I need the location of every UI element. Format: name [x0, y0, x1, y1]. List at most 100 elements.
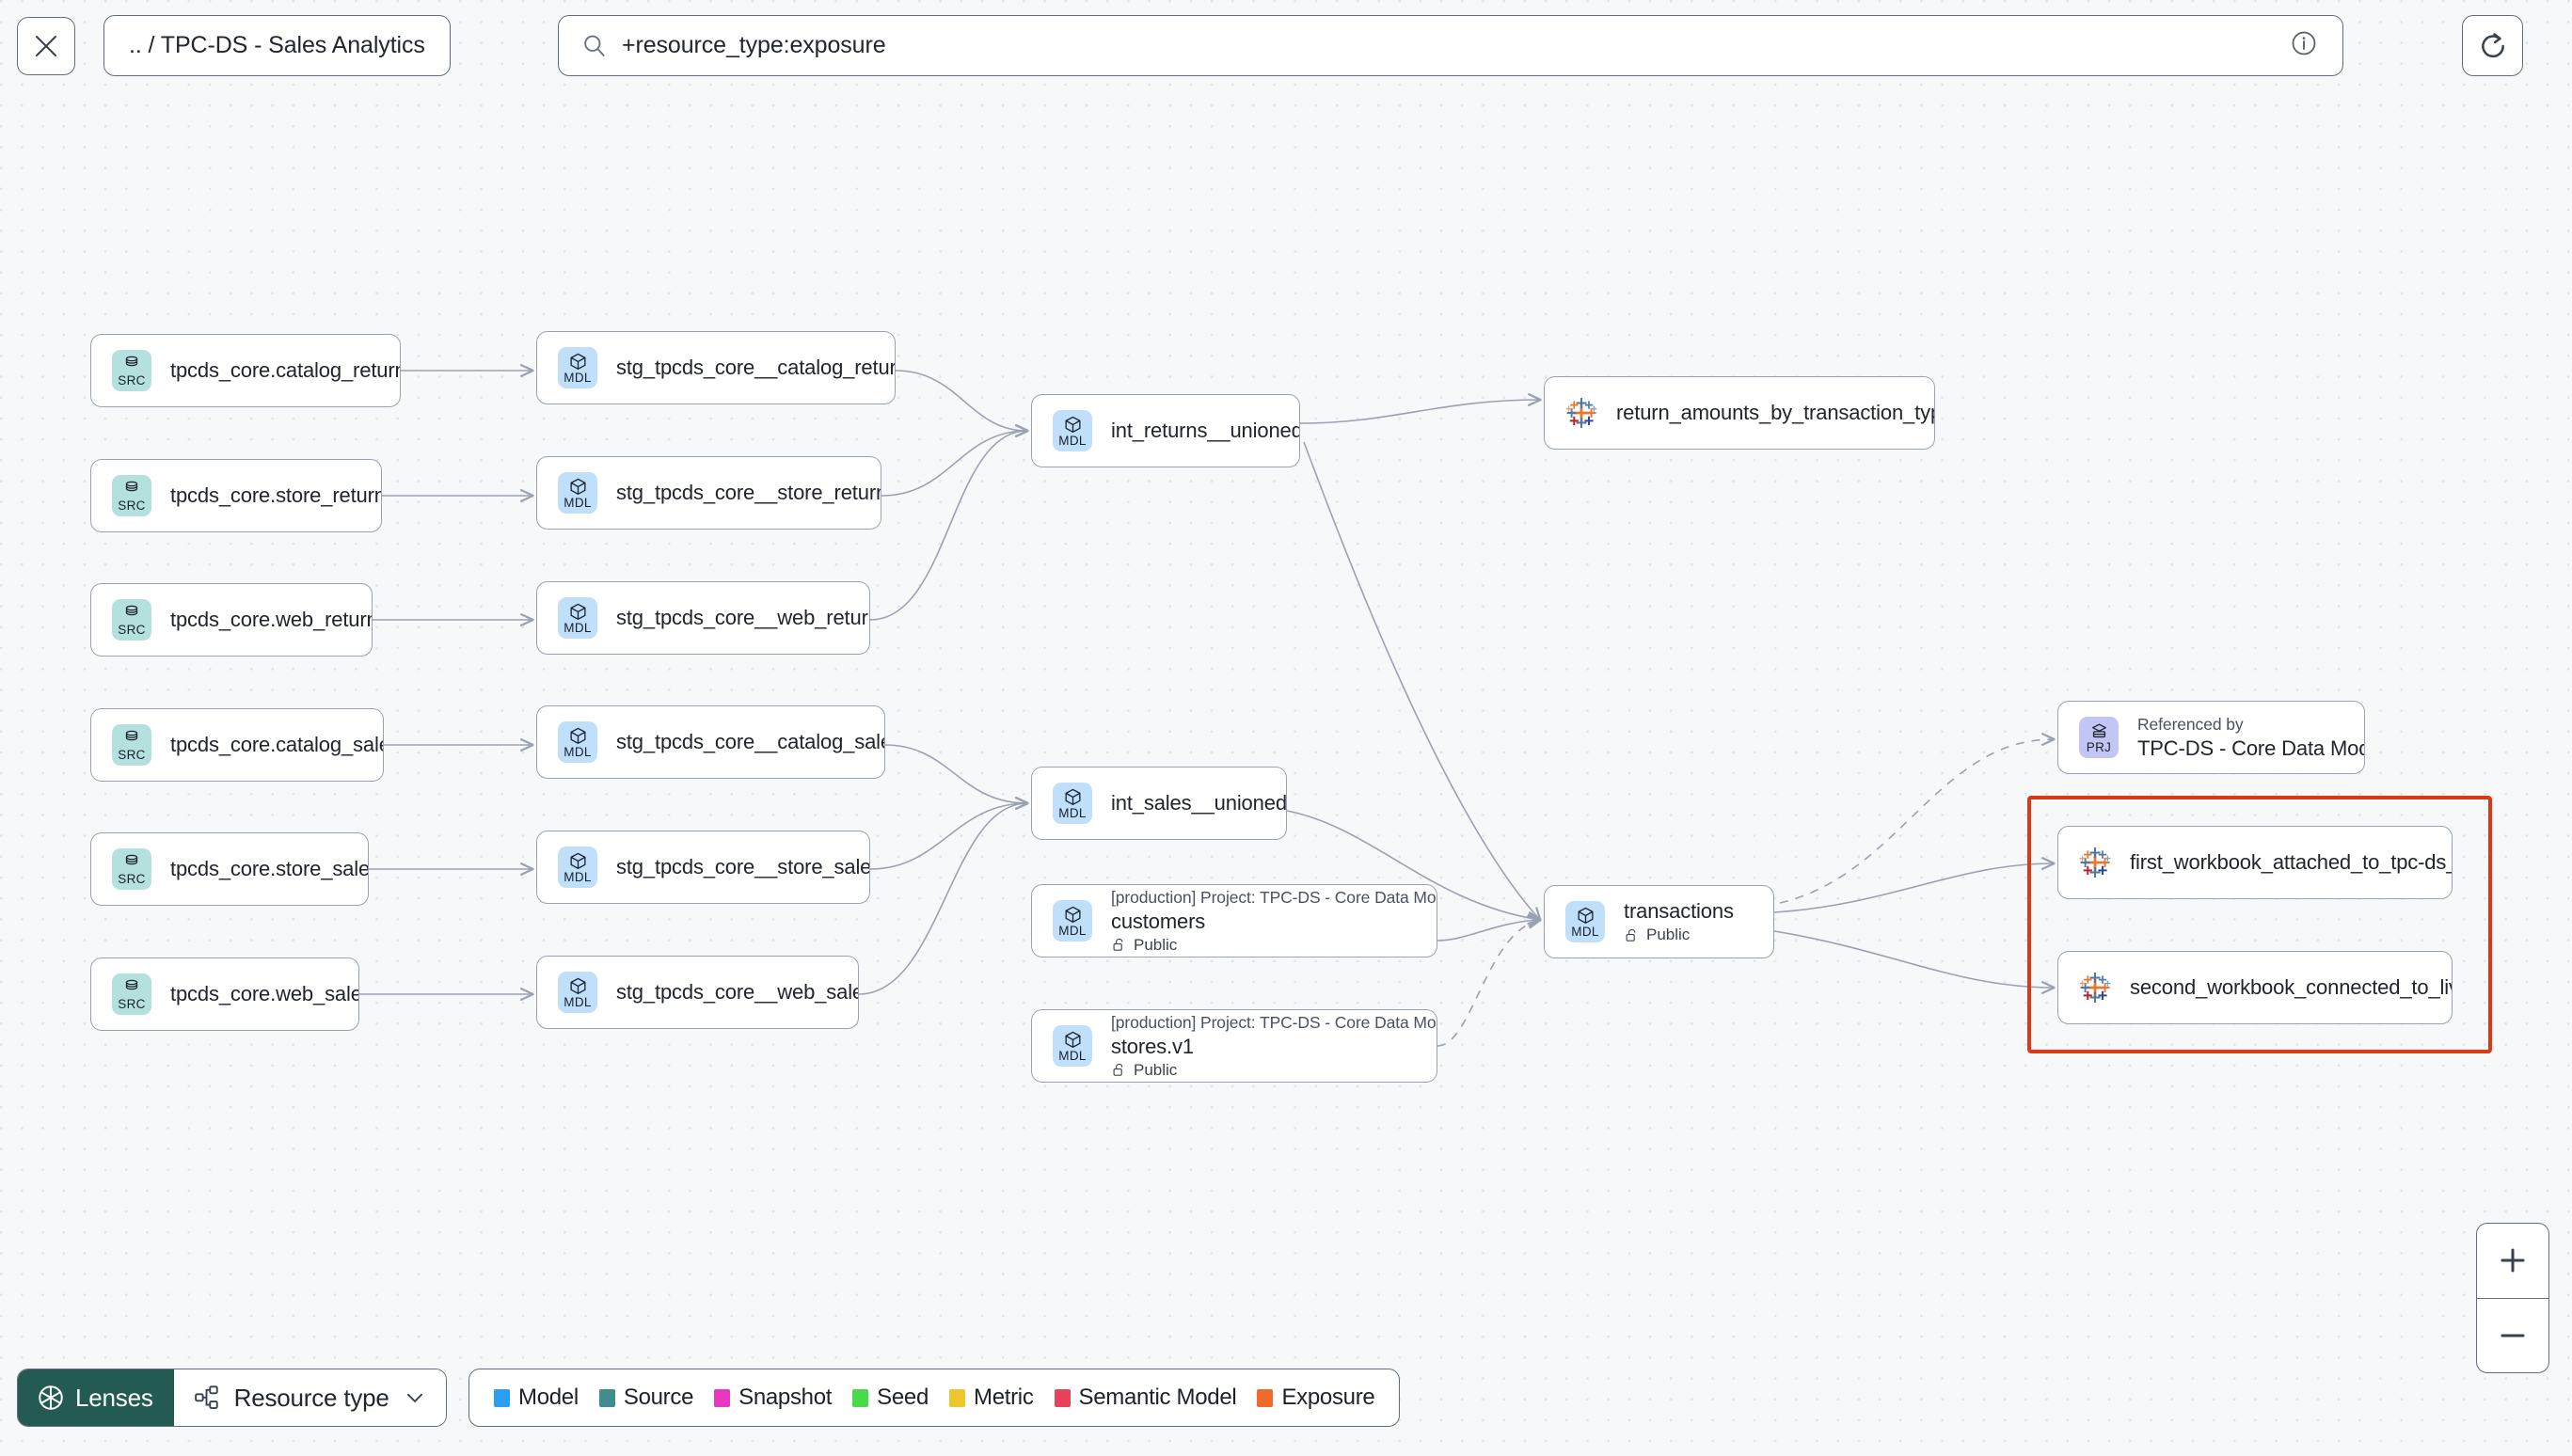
hierarchy-icon: [194, 1385, 218, 1409]
graph-node-src_catalog_sales[interactable]: SRC tpcds_core.catalog_sales: [90, 708, 384, 782]
unlock-icon: [1113, 1063, 1123, 1076]
legend-item-seed[interactable]: Seed: [852, 1385, 929, 1411]
lenses-button[interactable]: Lenses: [18, 1369, 174, 1426]
resource-type-dropdown[interactable]: Resource type: [173, 1369, 446, 1426]
legend-label: Exposure: [1281, 1385, 1375, 1410]
database-icon: [125, 481, 138, 491]
node-title: tpcds_core.store_returns: [170, 483, 382, 507]
cube-icon: [1064, 788, 1081, 805]
resource-type-legend: Model Source Snapshot Seed Metric Semant…: [468, 1369, 1401, 1427]
node-type-badge: MDL: [1053, 1025, 1092, 1067]
graph-node-int_returns_unioned[interactable]: MDL int_returns__unioned: [1031, 394, 1300, 467]
cube-icon: [1064, 416, 1081, 433]
node-type-badge: MDL: [558, 472, 597, 514]
graph-node-stg_store_sales[interactable]: MDL stg_tpcds_core__store_sales: [536, 831, 870, 904]
legend-label: Snapshot: [738, 1385, 833, 1410]
legend-label: Model: [518, 1385, 579, 1410]
legend-item-model[interactable]: Model: [494, 1385, 579, 1411]
chevron-down-icon: [406, 1393, 422, 1403]
node-type-badge: SRC: [112, 599, 151, 641]
node-type-badge: SRC: [112, 475, 151, 516]
node-access: Public: [1111, 936, 1437, 955]
cube-icon: [569, 353, 586, 370]
unlock-icon: [1626, 928, 1636, 942]
minus-icon: [2501, 1334, 2525, 1337]
graph-node-stg_store_returns[interactable]: MDL stg_tpcds_core__store_returns: [536, 456, 881, 530]
refresh-button[interactable]: [2462, 15, 2523, 76]
legend-item-metric[interactable]: Metric: [949, 1385, 1034, 1411]
node-type-badge: MDL: [558, 597, 597, 639]
node-title: stg_tpcds_core__store_sales: [616, 855, 870, 878]
breadcrumb-label: .. / TPC-DS - Sales Analytics: [129, 32, 425, 58]
database-icon: [125, 605, 138, 615]
database-icon: [125, 730, 138, 740]
node-title: second_workbook_connected_to_live…: [2130, 975, 2452, 999]
graph-node-src_store_sales[interactable]: SRC tpcds_core.store_sales: [90, 832, 369, 906]
resource-type-label: Resource type: [233, 1383, 389, 1412]
graph-node-stores_v1[interactable]: MDL [production] Project: TPC-DS - Core …: [1031, 1009, 1437, 1083]
database-icon: [125, 979, 138, 989]
node-title: first_workbook_attached_to_tpc-ds_-_…: [2130, 850, 2452, 874]
legend-item-exposure[interactable]: Exposure: [1257, 1385, 1375, 1411]
search-bar[interactable]: [558, 15, 2343, 76]
aperture-icon: [39, 1385, 63, 1410]
graph-node-customers[interactable]: MDL [production] Project: TPC-DS - Core …: [1031, 884, 1437, 957]
search-input[interactable]: [622, 32, 2275, 59]
graph-node-int_sales_unioned[interactable]: MDL int_sales__unioned: [1031, 767, 1287, 840]
breadcrumb[interactable]: .. / TPC-DS - Sales Analytics: [103, 15, 451, 76]
legend-label: Seed: [877, 1385, 929, 1410]
legend-item-snapshot[interactable]: Snapshot: [714, 1385, 832, 1411]
close-button[interactable]: [17, 17, 75, 75]
graph-node-stg_web_returns[interactable]: MDL stg_tpcds_core__web_returns: [536, 581, 870, 655]
zoom-controls[interactable]: [2476, 1223, 2549, 1373]
node-type-badge: SRC: [112, 848, 151, 890]
graph-node-src_store_returns[interactable]: SRC tpcds_core.store_returns: [90, 459, 382, 532]
node-title: tpcds_core.catalog_returns: [170, 358, 401, 382]
lens-control-group[interactable]: Lenses Resource type: [17, 1369, 447, 1427]
graph-node-src_web_returns[interactable]: SRC tpcds_core.web_returns: [90, 583, 373, 657]
graph-node-src_catalog_returns[interactable]: SRC tpcds_core.catalog_returns: [90, 334, 401, 407]
graph-node-stg_web_sales[interactable]: MDL stg_tpcds_core__web_sales: [536, 956, 859, 1029]
node-title: tpcds_core.web_returns: [170, 608, 373, 631]
node-access: Public: [1111, 1061, 1437, 1080]
node-title: stg_tpcds_core__catalog_returns: [616, 356, 896, 379]
node-name: customers: [1111, 909, 1206, 933]
graph-node-stg_catalog_sales[interactable]: MDL stg_tpcds_core__catalog_sales: [536, 705, 885, 779]
graph-node-return_amounts[interactable]: return_amounts_by_transaction_type: [1544, 376, 1935, 450]
node-body: [production] Project: TPC-DS - Core Data…: [1111, 888, 1437, 955]
cube-icon: [1064, 906, 1081, 923]
node-access: Public: [1624, 926, 1734, 944]
node-type-badge: SRC: [112, 724, 151, 766]
node-type-badge: MDL: [558, 847, 597, 888]
node-title: stg_tpcds_core__catalog_sales: [616, 730, 885, 753]
legend-swatch: [1257, 1388, 1274, 1407]
graph-node-stg_catalog_returns[interactable]: MDL stg_tpcds_core__catalog_returns: [536, 331, 896, 404]
search-icon: [584, 35, 605, 56]
node-body: transactions Public: [1624, 899, 1734, 944]
graph-node-second_workbook[interactable]: second_workbook_connected_to_live…: [2057, 951, 2453, 1024]
node-title: stg_tpcds_core__web_returns: [616, 606, 870, 629]
legend-item-semantic-model[interactable]: Semantic Model: [1054, 1385, 1237, 1411]
graph-node-src_web_sales[interactable]: SRC tpcds_core.web_sales: [90, 957, 359, 1031]
legend-swatch: [1054, 1388, 1071, 1407]
node-type-badge: MDL: [1053, 783, 1092, 824]
node-type-badge: SRC: [112, 973, 151, 1015]
info-circle-icon[interactable]: [2290, 29, 2318, 62]
legend-item-source[interactable]: Source: [598, 1385, 693, 1411]
zoom-out-button[interactable]: [2477, 1299, 2548, 1373]
top-toolbar: .. / TPC-DS - Sales Analytics: [0, 0, 2572, 109]
cube-icon: [569, 977, 586, 994]
node-type-badge: MDL: [1053, 900, 1092, 942]
node-name: TPC-DS - Core Data Models: [2137, 736, 2364, 760]
zoom-in-button[interactable]: [2477, 1224, 2548, 1299]
close-icon: [36, 36, 56, 56]
node-type-badge: MDL: [558, 347, 597, 388]
node-subtitle: Referenced by: [2137, 714, 2244, 734]
database-icon: [125, 854, 138, 864]
node-subtitle: [production] Project: TPC-DS - Core Data…: [1111, 1012, 1437, 1032]
cube-icon: [1064, 1031, 1081, 1048]
graph-node-first_workbook[interactable]: first_workbook_attached_to_tpc-ds_-_…: [2057, 826, 2453, 899]
node-title: tpcds_core.store_sales: [170, 857, 369, 880]
graph-node-transactions[interactable]: MDL transactions Public: [1544, 885, 1774, 958]
